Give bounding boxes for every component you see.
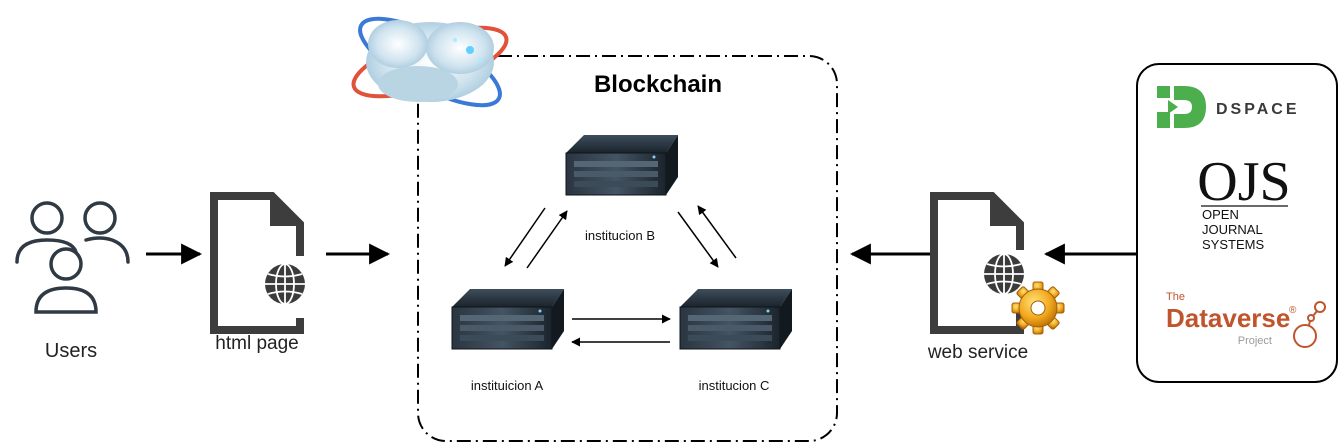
institucion-a-label: instituicion A <box>471 378 544 393</box>
dspace-logo: DSPACE <box>1157 86 1300 128</box>
dataverse-logo: The Dataverse ® Project <box>1166 291 1326 348</box>
institucion-b-label: institucion B <box>585 228 655 243</box>
users-label: Users <box>45 340 97 362</box>
ojs-line2: JOURNAL <box>1202 222 1263 237</box>
dataverse-pre: The <box>1166 291 1185 303</box>
html-page-label: html page <box>215 333 298 354</box>
dspace-name: DSPACE <box>1216 101 1300 118</box>
repositories-panel <box>1136 63 1338 383</box>
node-arrows <box>504 205 737 347</box>
arrow-c-to-b <box>697 205 737 259</box>
ojs-line1: OPEN <box>1202 207 1239 222</box>
institucion-c-label: institucion C <box>699 378 770 393</box>
ojs-logo: OJS OPEN JOURNAL SYSTEMS <box>1197 151 1290 252</box>
web-document-icon <box>210 192 306 334</box>
web-service-label: web service <box>927 342 1028 363</box>
dataverse-post: Project <box>1238 335 1272 347</box>
dataverse-molecule-icon <box>1293 301 1326 348</box>
server-icon-b <box>565 134 679 196</box>
users-icon <box>15 201 130 314</box>
server-icon-a <box>451 288 565 350</box>
arrow-a-to-b <box>526 210 568 269</box>
arrow-b-to-c <box>677 211 719 268</box>
blockchain-title: Blockchain <box>594 71 722 98</box>
blockchain-network-logo <box>351 16 509 108</box>
gear-icon <box>1011 281 1065 335</box>
web-service-document-icon <box>930 192 1026 334</box>
dataverse-name: Dataverse <box>1166 303 1290 333</box>
server-icon-c <box>679 288 793 350</box>
arrow-b-to-a <box>504 207 546 267</box>
ojs-name: OJS <box>1197 151 1290 213</box>
dataverse-mark: ® <box>1289 305 1297 316</box>
ojs-line3: SYSTEMS <box>1202 237 1264 252</box>
